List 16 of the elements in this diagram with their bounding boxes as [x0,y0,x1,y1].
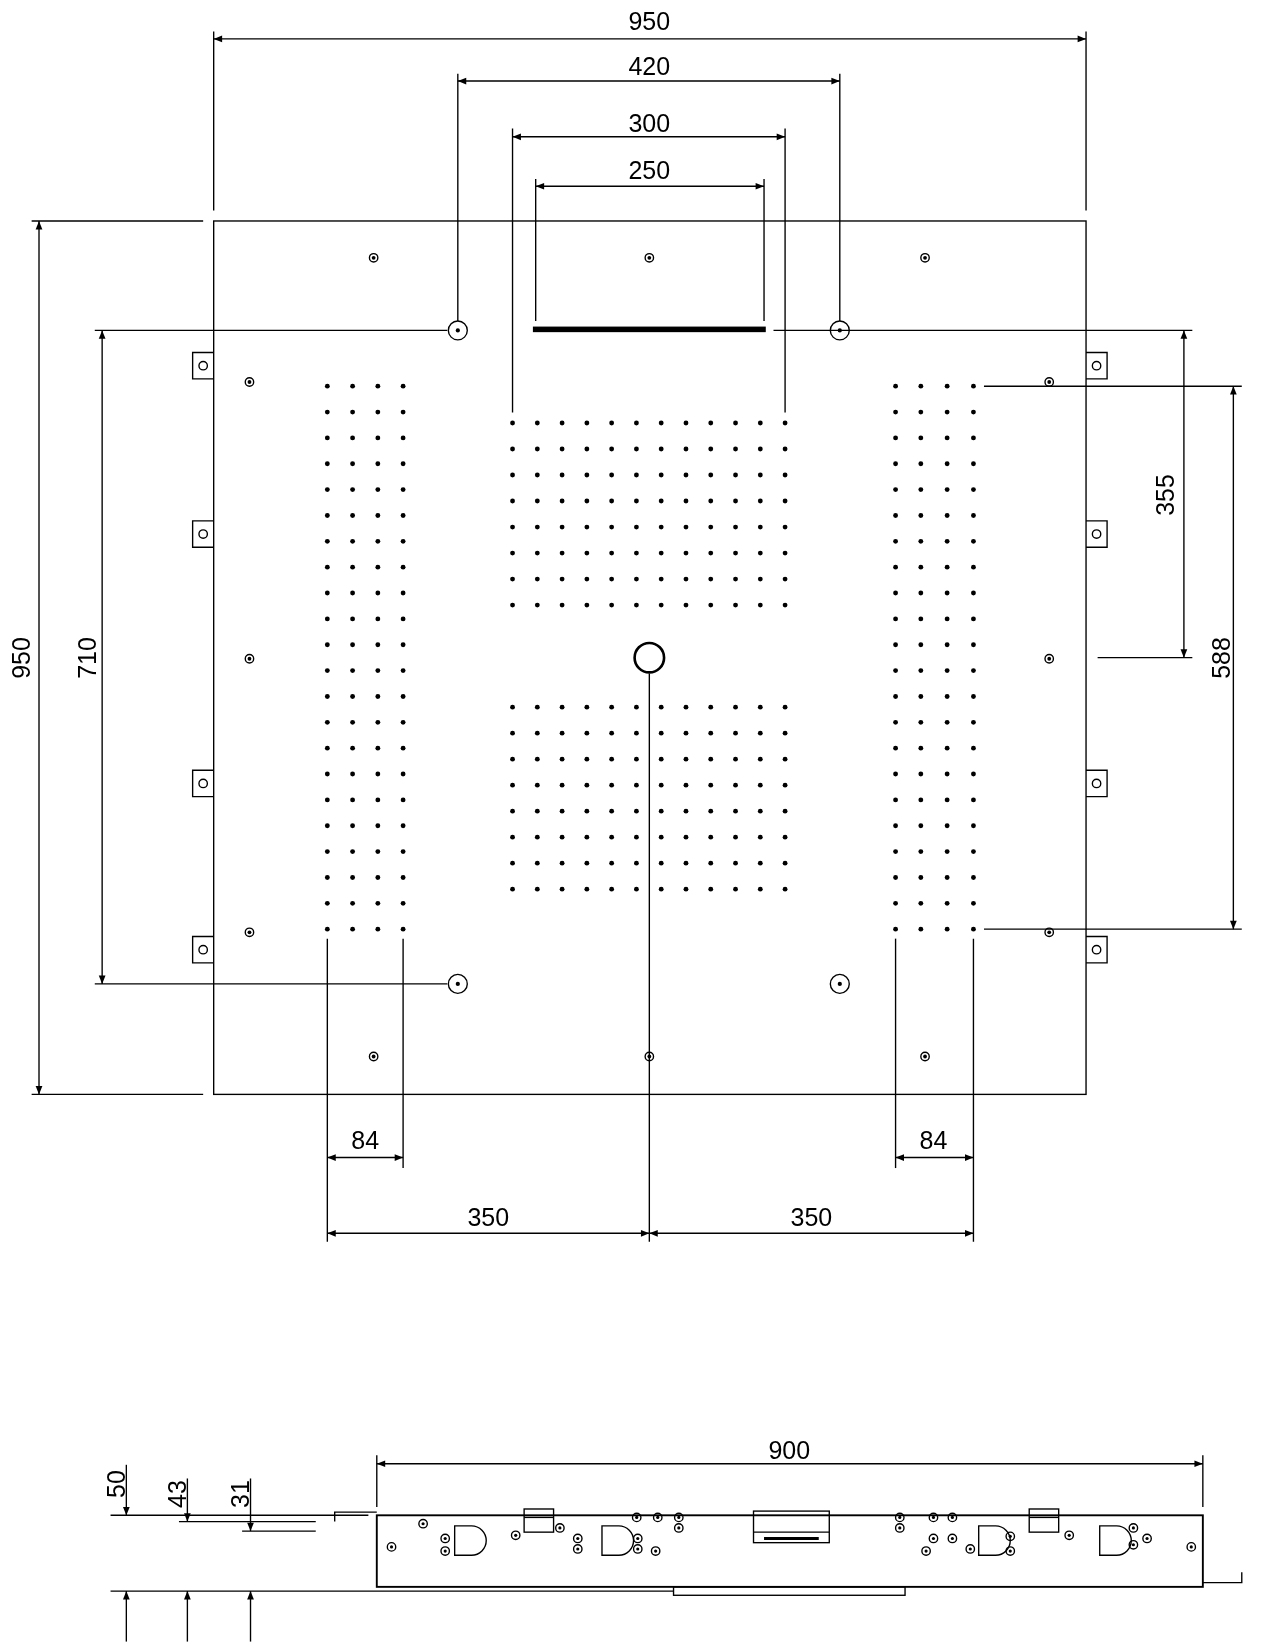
dimension-label: 710 [74,636,100,679]
dimension-label: 84 [351,1127,380,1153]
dimension-label: 84 [919,1127,948,1153]
dimension-label: 300 [628,110,671,136]
dimension-label: 420 [628,53,671,79]
dimension-label: 350 [790,1204,833,1230]
dimension-label: 588 [1208,636,1234,679]
dimension-label: 250 [628,158,671,183]
dimension-label: 950 [8,636,34,679]
dimension-label: 355 [1152,473,1178,516]
dimension-label: 50 [103,1470,129,1498]
dimension-label: 950 [628,8,671,34]
dimension-label: 350 [467,1204,510,1230]
dimension-label: 43 [164,1480,190,1509]
dimension-label: 31 [227,1480,253,1509]
dimension-label: 900 [768,1437,811,1463]
